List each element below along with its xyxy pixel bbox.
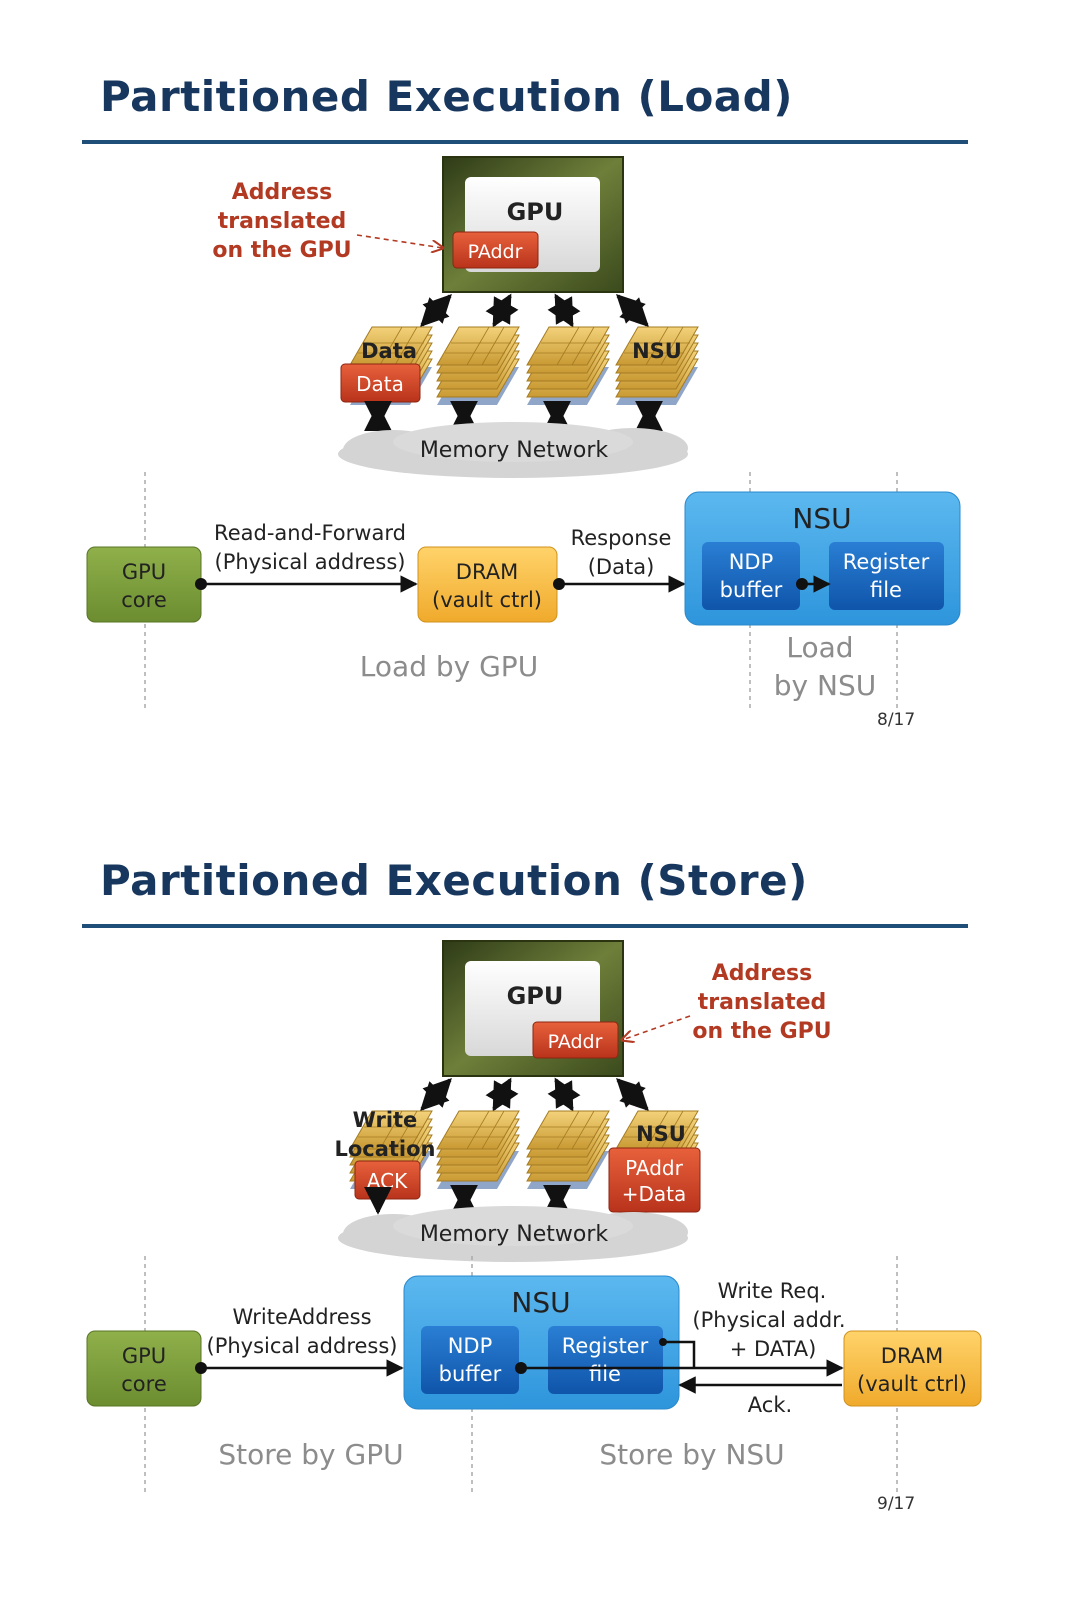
load-diagram: GPU PAddr Address translated on the GPU … — [86, 156, 961, 710]
flow2-line-2: (Data) — [588, 555, 655, 579]
caption-store-by-nsu: Store by NSU — [599, 1438, 784, 1471]
dram-line-2: (vault ctrl) — [432, 588, 542, 612]
stack-label-nsu: NSU — [636, 1122, 686, 1146]
flow1-line-1: Read-and-Forward — [214, 521, 406, 545]
annotation-line-1: Address — [712, 961, 812, 986]
title-rule — [82, 924, 968, 928]
memory-stack — [526, 1110, 610, 1190]
stack-network-links — [364, 400, 663, 432]
annotation-line-1: Address — [232, 180, 332, 205]
stack-label-nsu: NSU — [632, 339, 682, 363]
caption-load-by-nsu-2: by NSU — [774, 669, 876, 702]
paddr-tag — [452, 231, 539, 269]
ndp-buffer-box — [421, 1326, 519, 1394]
address-annotation: Address translated on the GPU — [212, 180, 443, 263]
dram-line-1: DRAM — [456, 560, 518, 584]
ndp-buffer-box — [702, 542, 800, 610]
page-number: 9/17 — [877, 1494, 916, 1514]
stack-label-write: Write — [353, 1108, 418, 1132]
slide-store: Partitioned Execution (Store) GPU PAddr … — [0, 784, 1067, 1564]
memory-stack — [526, 326, 610, 406]
ndp-buffer-line-2: buffer — [720, 578, 783, 602]
nsu-box: NSU NDP buffer Register file — [684, 491, 961, 626]
gpu-stack-links — [420, 293, 649, 328]
flow2-line-1: Write Req. — [718, 1279, 827, 1303]
paddr-tag — [532, 1021, 619, 1059]
store-diagram: GPU PAddr Address translated on the GPU … — [86, 940, 982, 1494]
gpu-label: GPU — [507, 198, 564, 226]
register-file-line-2: file — [870, 578, 902, 602]
annotation-line-3: on the GPU — [212, 238, 351, 263]
dram-line-2: (vault ctrl) — [857, 1372, 967, 1396]
paddr-tag-label: PAddr — [468, 241, 523, 263]
title-rule — [82, 140, 968, 144]
gpu-core-box: GPU core — [86, 546, 202, 623]
slide-title: Partitioned Execution (Load) — [100, 72, 793, 121]
flow1-line-2: (Physical address) — [215, 550, 406, 574]
gpu-chip: GPU PAddr — [442, 156, 624, 293]
gpu-chip: GPU PAddr — [442, 940, 624, 1077]
register-file-line-1: Register — [562, 1334, 649, 1358]
flow2-line-3: + DATA) — [730, 1337, 817, 1361]
annotation-arrow — [622, 1015, 691, 1040]
register-file-line-1: Register — [843, 550, 930, 574]
dram-line-1: DRAM — [881, 1344, 943, 1368]
gpu-stack-links — [420, 1077, 649, 1112]
register-data-connector — [663, 1340, 696, 1368]
paddr-data-line-1: PAddr — [625, 1156, 684, 1180]
slide-title: Partitioned Execution (Store) — [100, 856, 808, 905]
register-file-line-2: file — [589, 1362, 621, 1386]
nsu-label: NSU — [792, 502, 851, 535]
dram-box: DRAM (vault ctrl) — [417, 546, 558, 623]
caption-load-by-nsu-1: Load — [786, 631, 853, 664]
flow2-line-1: Response — [571, 526, 672, 550]
gpu-core-line-1: GPU — [122, 1344, 166, 1368]
slide-load: Partitioned Execution (Load) GPU PAddr A… — [0, 0, 1067, 780]
paddr-tag-label: PAddr — [548, 1031, 603, 1053]
caption-store-by-gpu: Store by GPU — [218, 1438, 403, 1471]
memory-network-label: Memory Network — [420, 1222, 609, 1247]
annotation-arrow — [356, 234, 443, 248]
dram-box: DRAM (vault ctrl) — [843, 1330, 982, 1407]
gpu-label: GPU — [507, 982, 564, 1010]
stack-network-links — [364, 1184, 571, 1216]
flow2-line-2: (Physical addr. — [692, 1308, 845, 1332]
annotation-line-2: translated — [698, 990, 827, 1015]
caption-load-by-gpu: Load by GPU — [360, 650, 538, 683]
annotation-line-3: on the GPU — [692, 1019, 831, 1044]
page-number: 8/17 — [877, 710, 916, 730]
stack-label-data: Data — [361, 339, 417, 363]
ndp-buffer-line-1: NDP — [448, 1334, 493, 1358]
gpu-core-line-1: GPU — [122, 560, 166, 584]
ndp-buffer-line-2: buffer — [439, 1362, 502, 1386]
register-data-dot — [659, 1338, 667, 1346]
ack-tag-label: ACK — [367, 1169, 408, 1193]
gpu-core-line-2: core — [121, 588, 167, 612]
flow1-line-1: WriteAddress — [232, 1305, 371, 1329]
memory-stack — [436, 326, 520, 406]
annotation-line-2: translated — [218, 209, 347, 234]
nsu-box: NSU NDP buffer Register file — [403, 1275, 680, 1410]
memory-stack — [436, 1110, 520, 1190]
data-tag-label: Data — [356, 372, 404, 396]
memory-network-label: Memory Network — [420, 438, 609, 463]
register-file-box — [829, 542, 944, 610]
gpu-core-line-2: core — [121, 1372, 167, 1396]
nsu-label: NSU — [511, 1286, 570, 1319]
flow1-line-2: (Physical address) — [207, 1334, 398, 1358]
paddr-data-tag — [608, 1147, 701, 1213]
address-annotation: Address translated on the GPU — [622, 961, 832, 1044]
gpu-core-box: GPU core — [86, 1330, 202, 1407]
ack-label: Ack. — [748, 1393, 792, 1417]
ndp-buffer-line-1: NDP — [729, 550, 774, 574]
paddr-data-line-2: +Data — [622, 1182, 687, 1206]
stack-label-location: Location — [334, 1137, 435, 1161]
